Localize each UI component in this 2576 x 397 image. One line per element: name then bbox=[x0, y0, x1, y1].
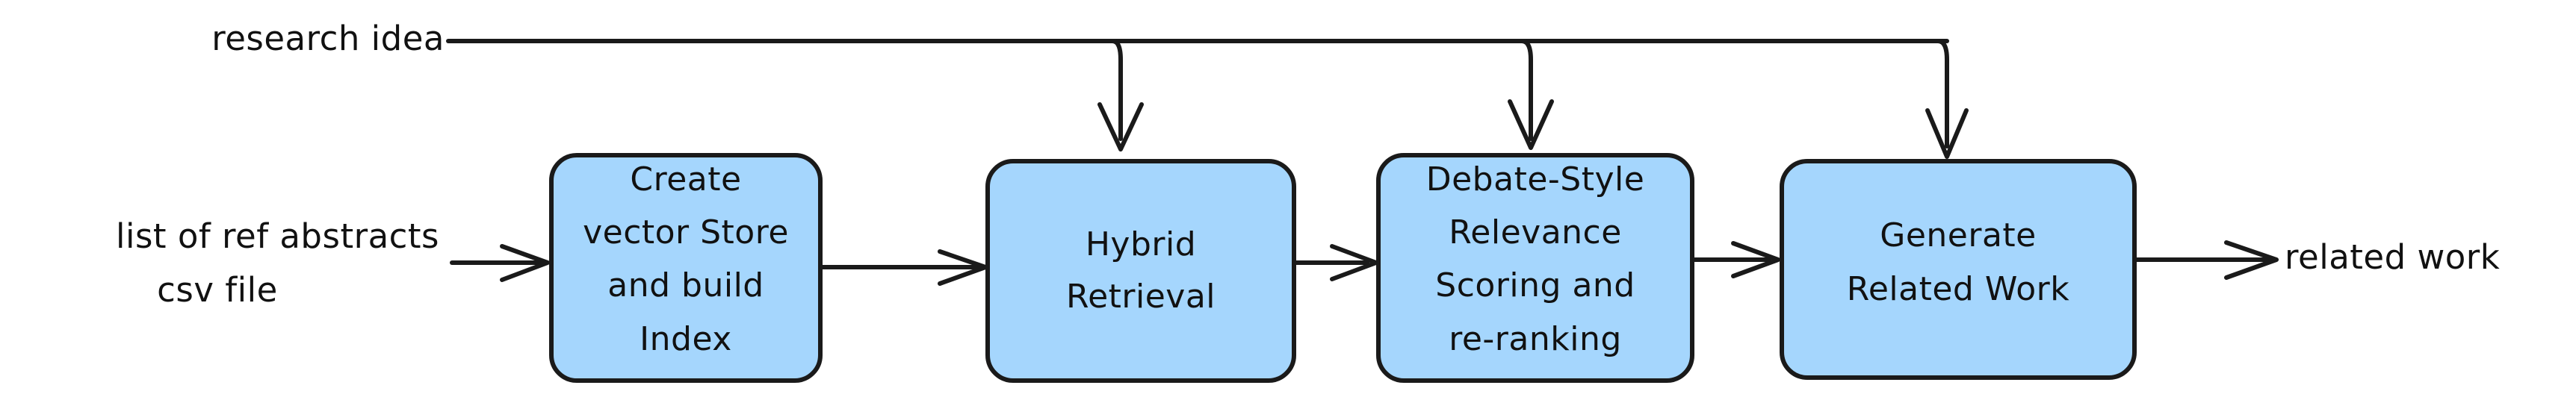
edge-create-index-to-hybrid-retrieval bbox=[820, 249, 988, 286]
node-create-index[interactable]: Create vector Store and build Index bbox=[549, 153, 823, 383]
node-hybrid-retrieval[interactable]: Hybrid Retrieval bbox=[985, 159, 1296, 383]
label-ref-abstracts-line-1: list of ref abstracts bbox=[116, 216, 439, 256]
node-debate-scoring-shape[interactable] bbox=[1376, 153, 1694, 383]
edge-ref-abstracts-to-create-index bbox=[450, 244, 550, 282]
node-debate-scoring[interactable]: Debate-Style Relevance Scoring and re-ra… bbox=[1376, 153, 1694, 383]
node-generate-related-work-shape[interactable] bbox=[1780, 159, 2137, 380]
node-create-index-line-4: Index bbox=[640, 320, 732, 358]
node-create-index-line-3: and build bbox=[607, 266, 764, 304]
edge-research-idea-to-hybrid-retrieval bbox=[1097, 39, 1144, 151]
node-debate-scoring-line-3: Scoring and bbox=[1435, 266, 1635, 304]
edge-generate-related-work-to-related-work bbox=[2134, 240, 2279, 280]
node-hybrid-retrieval-line-1: Hybrid bbox=[1086, 225, 1196, 263]
node-hybrid-retrieval-shape[interactable] bbox=[985, 159, 1296, 383]
label-related-work: related work bbox=[2285, 237, 2500, 277]
edge-research-idea-to-generate-related-work bbox=[1925, 39, 1969, 159]
edge-hybrid-retrieval-to-debate-scoring bbox=[1294, 244, 1378, 281]
label-research-idea: research idea bbox=[211, 19, 445, 58]
edge-research-idea-to-debate-scoring bbox=[1508, 39, 1554, 150]
node-create-index-shape[interactable] bbox=[549, 153, 823, 383]
label-ref-abstracts-line-2: csv file bbox=[157, 270, 278, 310]
node-debate-scoring-line-2: Relevance bbox=[1449, 213, 1622, 251]
edge-debate-scoring-to-generate-related-work bbox=[1692, 241, 1780, 278]
node-hybrid-retrieval-line-2: Retrieval bbox=[1066, 278, 1216, 316]
node-generate-related-work-line-1: Generate bbox=[1880, 216, 2037, 254]
node-generate-related-work[interactable]: Generate Related Work bbox=[1780, 159, 2137, 380]
node-generate-related-work-line-2: Related Work bbox=[1847, 270, 2070, 308]
node-debate-scoring-line-1: Debate-Style bbox=[1426, 160, 1645, 198]
node-create-index-line-2: vector Store bbox=[583, 213, 789, 251]
node-debate-scoring-line-4: re-ranking bbox=[1449, 320, 1622, 358]
node-create-index-line-1: Create bbox=[630, 160, 741, 198]
